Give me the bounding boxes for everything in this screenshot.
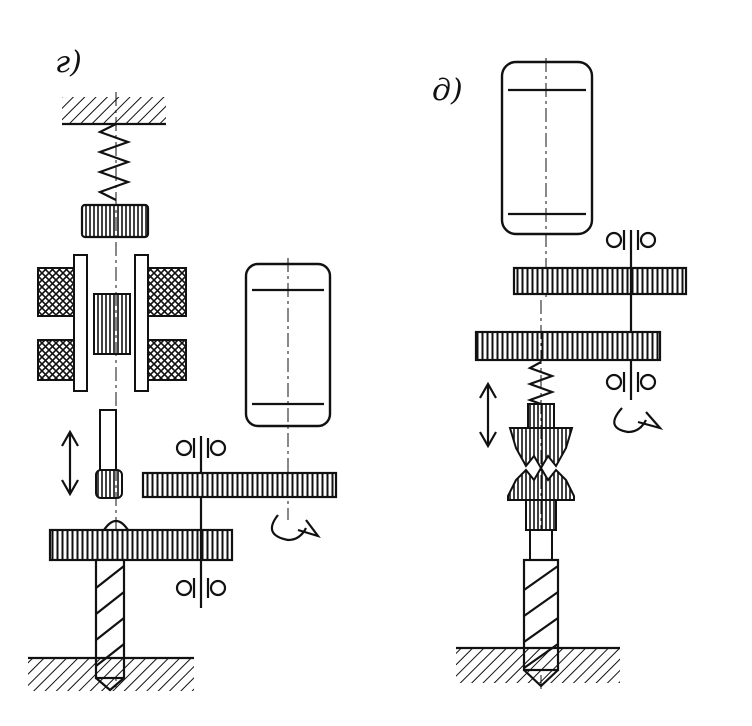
variant-d-mechanism: д) [432,58,688,690]
workpiece-right [456,646,620,683]
workpiece-left [28,656,194,691]
clutch-icon [507,403,575,531]
variant-d-label: д) [432,73,463,108]
variant-g-label: г) [55,45,82,80]
double-arrow-icon [61,429,79,497]
spring-icon [96,123,132,201]
spring-icon [526,361,556,406]
clutch-icon [95,409,123,499]
rotation-arrow-icon [270,514,321,542]
motor-icon [244,258,332,520]
bearing-icon [175,438,227,598]
armature-block [80,203,150,239]
bearing-icon [605,230,657,250]
electromagnet-icon [37,254,187,392]
spindle-collar [103,519,129,531]
driven-gear [474,330,662,362]
gear-icon [48,528,234,562]
top-fixed-support [62,97,166,126]
gear-icon [512,266,688,296]
double-arrow-icon [479,381,497,449]
variant-g-mechanism: г) [28,45,338,692]
bearing-icon [605,372,657,392]
drive-gear [141,471,338,499]
motor-icon [500,58,594,300]
rotation-arrow-icon [613,407,664,434]
